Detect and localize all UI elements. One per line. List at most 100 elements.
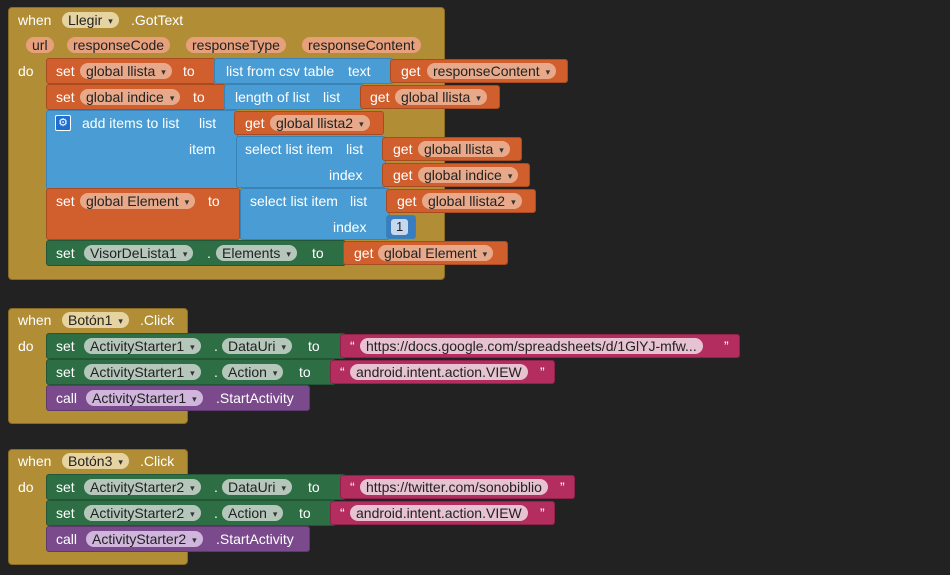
length-of-list-block[interactable] <box>224 84 364 110</box>
variable-dropdown[interactable]: global llista2▾ <box>422 193 522 209</box>
dot-label: . <box>214 479 218 495</box>
component-dropdown-llegir[interactable]: Llegir▾ <box>62 12 119 28</box>
property-dropdown[interactable]: DataUri▾ <box>222 338 292 354</box>
component-dropdown[interactable]: ActivityStarter2▾ <box>84 505 201 521</box>
property-dropdown[interactable]: Action▾ <box>222 364 284 380</box>
arg-label-index: index <box>329 167 363 183</box>
dot-label: . <box>214 505 218 521</box>
text-value[interactable]: android.intent.action.VIEW <box>350 505 528 521</box>
variable-dropdown[interactable]: global llista2 ▾ <box>270 115 370 131</box>
chevron-down-icon: ▾ <box>499 145 504 155</box>
variable-dropdown[interactable]: responseContent ▾ <box>427 63 557 79</box>
chevron-down-icon: ▾ <box>190 483 195 493</box>
variable-dropdown[interactable]: global indice▾ <box>418 167 519 183</box>
get-label: get <box>370 89 390 105</box>
component-dropdown[interactable]: Botón3▾ <box>62 453 129 469</box>
property-name: DataUri <box>228 338 276 354</box>
variable-dropdown[interactable]: global llista▾ <box>80 63 172 79</box>
set-label: set <box>56 245 75 261</box>
text-value[interactable]: android.intent.action.VIEW <box>350 364 528 380</box>
chevron-down-icon: ▾ <box>286 249 291 259</box>
text-value[interactable]: https://twitter.com/sonobiblio <box>360 479 548 495</box>
set-label: set <box>56 89 75 105</box>
variable-name: responseContent <box>433 63 540 79</box>
function-label: select list item <box>250 193 338 209</box>
param-url[interactable]: url <box>26 37 54 53</box>
function-label: length of list <box>235 89 310 105</box>
when-label: when <box>18 312 52 328</box>
variable-name: global Element <box>86 193 179 209</box>
set-label: set <box>56 505 75 521</box>
to-label: to <box>193 89 205 105</box>
chevron-down-icon: ▾ <box>190 509 195 519</box>
param-responsecontent[interactable]: responseContent <box>302 37 421 53</box>
component-dropdown[interactable]: ActivityStarter1 ▾ <box>84 338 201 354</box>
chevron-down-icon: ▾ <box>281 483 286 493</box>
get-label: get <box>401 63 421 79</box>
when-label: when <box>18 453 52 469</box>
chevron-down-icon: ▾ <box>190 342 195 352</box>
arg-label-list: list <box>199 115 217 131</box>
component-dropdown[interactable]: VisorDeLista1▾ <box>84 245 194 261</box>
gear-icon[interactable]: ⚙ <box>55 115 71 131</box>
call-activitystarter2-startactivity-block[interactable] <box>46 526 310 552</box>
chevron-down-icon: ▾ <box>359 119 364 129</box>
function-label: list from csv table <box>226 63 335 79</box>
chevron-down-icon: ▾ <box>182 249 188 259</box>
text-value[interactable]: https://docs.google.com/spreadsheets/d/1… <box>360 338 703 354</box>
to-label: to <box>308 479 320 495</box>
arg-label-index: index <box>333 219 367 235</box>
get-label: get <box>393 141 413 157</box>
component-dropdown[interactable]: Botón1▾ <box>62 312 129 328</box>
param-responsetype[interactable]: responseType <box>186 37 286 53</box>
add-items-to-list-block[interactable] <box>46 110 238 190</box>
chevron-down-icon: ▾ <box>169 93 175 103</box>
chevron-down-icon: ▾ <box>511 197 516 207</box>
property-name: Elements <box>222 245 281 261</box>
method-name: .StartActivity <box>216 531 294 547</box>
component-name: ActivityStarter1 <box>90 338 185 354</box>
variable-dropdown[interactable]: global Element▾ <box>378 245 494 261</box>
set-label: set <box>56 193 75 209</box>
get-label: get <box>397 193 417 209</box>
event-name: .Click <box>140 312 175 328</box>
close-quote-icon: ” <box>724 338 729 354</box>
component-dropdown[interactable]: ActivityStarter2▾ <box>84 479 201 495</box>
chevron-down-icon: ▾ <box>507 171 513 181</box>
list-from-csv-table-block[interactable] <box>214 58 394 84</box>
component-dropdown[interactable]: ActivityStarter1▾ <box>84 364 201 380</box>
number-value[interactable]: 1 <box>391 219 409 235</box>
variable-dropdown[interactable]: global indice▾ <box>80 89 181 105</box>
param-responsecode[interactable]: responseCode <box>67 37 171 53</box>
property-dropdown[interactable]: Action▾ <box>222 505 284 521</box>
event-name: .GotText <box>131 12 184 28</box>
component-dropdown[interactable]: ActivityStarter2▾ <box>86 531 203 547</box>
when-label: when <box>18 12 52 28</box>
chevron-down-icon: ▾ <box>482 249 488 259</box>
property-dropdown[interactable]: DataUri ▾ <box>222 479 292 495</box>
select-list-item-block[interactable] <box>236 136 386 188</box>
property-name: DataUri <box>228 479 276 495</box>
set-label: set <box>56 364 75 380</box>
function-label: select list item <box>245 141 333 157</box>
function-label: add items to list <box>82 115 180 131</box>
variable-dropdown[interactable]: global Element▾ <box>80 193 196 209</box>
arg-label: text <box>348 63 371 79</box>
variable-dropdown[interactable]: global llista▾ <box>395 89 487 105</box>
get-label: get <box>393 167 413 183</box>
chevron-down-icon: ▾ <box>545 67 551 77</box>
select-list-item-block[interactable] <box>240 188 390 240</box>
component-dropdown[interactable]: ActivityStarter1▾ <box>86 390 203 406</box>
variable-name: global llista2 <box>276 115 354 131</box>
call-label: call <box>56 390 78 406</box>
variable-dropdown[interactable]: global llista ▾ <box>418 141 510 157</box>
variable-name: global llista <box>424 141 494 157</box>
to-label: to <box>208 193 220 209</box>
to-label: to <box>308 338 320 354</box>
open-quote-icon: “ <box>350 338 355 354</box>
property-dropdown[interactable]: Elements ▾ <box>216 245 297 261</box>
set-label: set <box>56 63 75 79</box>
event-name: .Click <box>140 453 175 469</box>
set-label: set <box>56 338 75 354</box>
dot-label: . <box>214 338 218 354</box>
